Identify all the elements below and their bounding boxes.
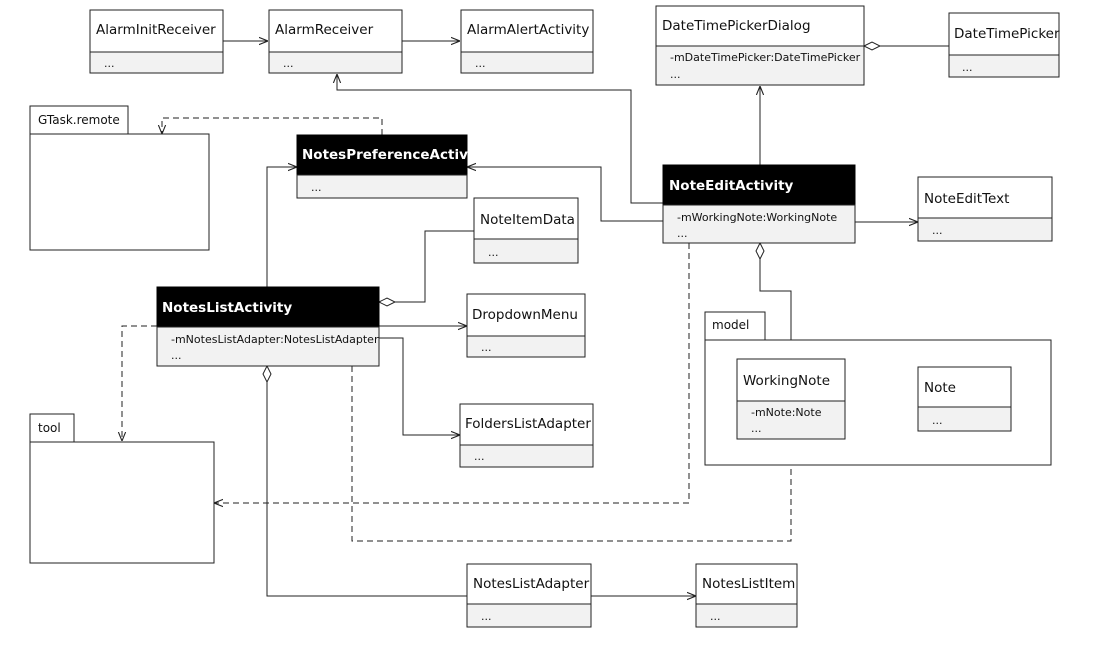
class-attr: ...: [677, 227, 688, 240]
edge-noteslist-depends-workingnote: [351, 366, 791, 542]
package-tool: tool: [29, 413, 215, 564]
edge-noteslist-depends-tool: [122, 325, 157, 441]
class-name: Note: [924, 380, 956, 396]
class-notes-list-activity[interactable]: NotesListActivity -mNotesListAdapter:Not…: [156, 286, 380, 367]
class-attr: ...: [488, 246, 499, 259]
class-alarm-alert-activity[interactable]: AlarmAlertActivity ...: [460, 9, 594, 74]
class-name: NotesListActivity: [162, 300, 292, 316]
aggregation-diamond-dialog: [862, 41, 882, 51]
class-note-item-data[interactable]: NoteItemData ...: [473, 197, 579, 264]
class-name: AlarmInitReceiver: [96, 22, 216, 38]
class-name: DateTimePickerDialog: [662, 18, 811, 34]
package-gtask-label: GTask.remote: [38, 113, 120, 127]
class-attr: ...: [474, 450, 485, 463]
edge-noteedit-depends-tool: [214, 243, 690, 503]
aggregation-diamond-itemdata: [377, 297, 397, 307]
package-tool-label: tool: [38, 421, 61, 435]
aggregation-diamond-workingnote: [755, 241, 765, 261]
edge-preference-depends-gtask: [162, 117, 383, 135]
class-dropdown-menu[interactable]: DropdownMenu ...: [466, 293, 586, 358]
class-notes-list-item[interactable]: NotesListItem ...: [695, 563, 798, 628]
class-attr: ...: [710, 610, 721, 623]
class-attr: ...: [670, 68, 681, 81]
edge-noteslist-aggregates-itemdata: [379, 230, 474, 303]
edge-noteedit-aggregates-workingnote: [759, 243, 792, 359]
class-attr: ...: [481, 610, 492, 623]
class-name: NotesListItem: [702, 576, 795, 592]
class-name: NoteEditActivity: [669, 178, 794, 194]
class-attr: -mDateTimePicker:DateTimePicker: [670, 51, 861, 64]
class-note-edit-activity[interactable]: NoteEditActivity -mWorkingNote:WorkingNo…: [662, 164, 856, 244]
edge-noteslist-aggregates-adapter: [266, 366, 467, 597]
class-name: DropdownMenu: [472, 307, 578, 323]
class-name: AlarmReceiver: [275, 22, 374, 38]
class-attr: ...: [475, 57, 486, 70]
class-attr: ...: [751, 422, 762, 435]
package-model-label: model: [712, 318, 749, 332]
class-attr: ...: [932, 414, 943, 427]
package-gtask: GTask.remote: [29, 105, 210, 251]
edge-noteedit-to-alarmreceiver: [337, 74, 663, 204]
class-notes-list-adapter[interactable]: NotesListAdapter ...: [466, 563, 592, 628]
class-attr: ...: [104, 57, 115, 70]
class-name: NoteEditText: [924, 191, 1009, 207]
aggregation-diamond-adapter: [262, 364, 272, 384]
class-name: FoldersListAdapter: [465, 416, 591, 432]
class-attr: ...: [962, 61, 973, 74]
class-name: WorkingNote: [743, 373, 830, 389]
class-working-note[interactable]: WorkingNote -mNote:Note ...: [736, 358, 846, 440]
class-date-time-picker[interactable]: DateTimePicker ...: [948, 12, 1060, 78]
class-note[interactable]: Note ...: [917, 366, 1012, 432]
class-alarm-receiver[interactable]: AlarmReceiver ...: [268, 9, 403, 74]
class-name: NotesPreferenceActivity: [302, 147, 488, 163]
class-name: NotesListAdapter: [473, 576, 590, 592]
class-attr: -mNotesListAdapter:NotesListAdapter: [171, 333, 379, 346]
class-date-time-picker-dialog[interactable]: DateTimePickerDialog -mDateTimePicker:Da…: [655, 5, 865, 86]
class-attr: ...: [932, 224, 943, 237]
class-notes-preference-activity[interactable]: NotesPreferenceActivity ...: [296, 134, 488, 199]
class-name: AlarmAlertActivity: [467, 22, 589, 38]
class-folders-list-adapter[interactable]: FoldersListAdapter ...: [459, 403, 594, 468]
class-attr: ...: [171, 349, 182, 362]
class-attr: -mWorkingNote:WorkingNote: [677, 211, 837, 224]
class-name: NoteItemData: [480, 212, 575, 228]
edge-noteslist-to-folders: [379, 337, 460, 435]
class-attr: ...: [481, 341, 492, 354]
class-note-edit-text[interactable]: NoteEditText ...: [917, 176, 1053, 242]
edge-noteedit-to-preference: [467, 167, 663, 222]
class-alarm-init-receiver[interactable]: AlarmInitReceiver ...: [89, 9, 224, 74]
class-attr: -mNote:Note: [751, 406, 822, 419]
edge-noteslist-to-preference: [266, 167, 297, 287]
class-attr: ...: [283, 57, 294, 70]
class-attr: ...: [311, 181, 322, 194]
class-name: DateTimePicker: [954, 26, 1060, 42]
